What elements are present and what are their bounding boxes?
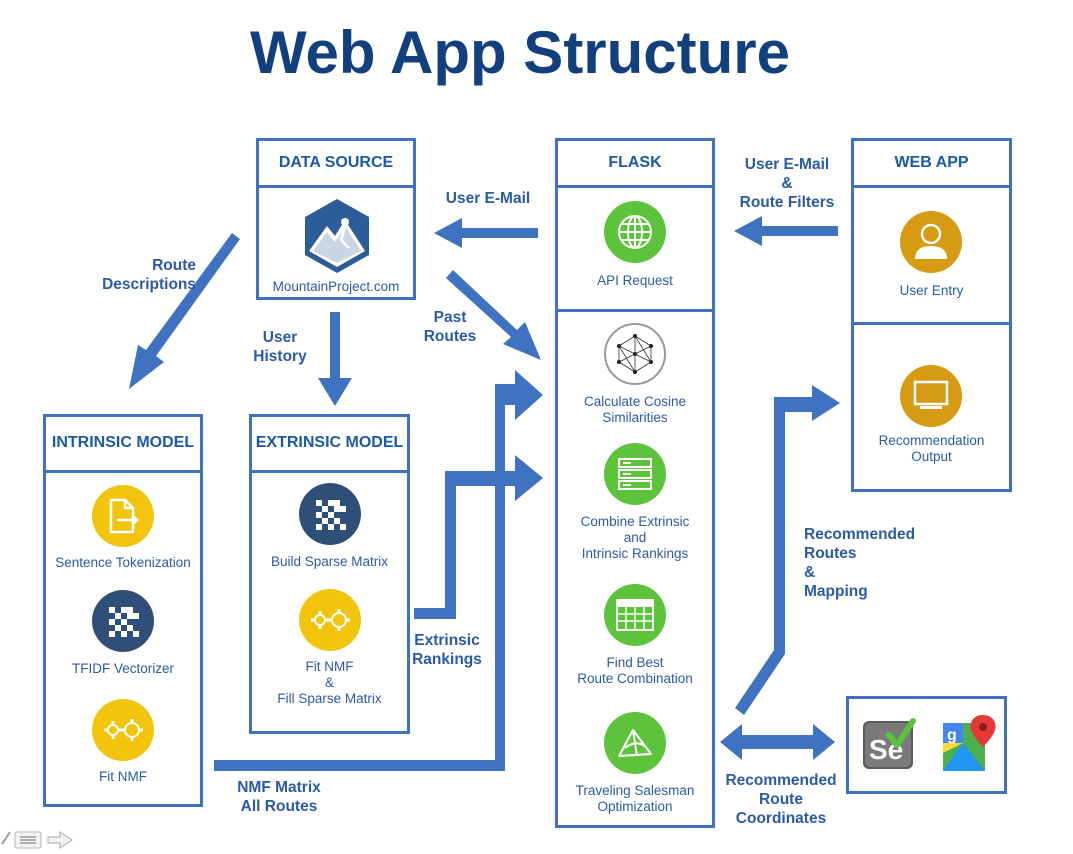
flask-divider — [558, 309, 712, 312]
matrix-icon — [92, 590, 154, 652]
pen-icon[interactable] — [0, 830, 12, 851]
extrinsic-model-header: EXTRINSIC MODEL — [252, 417, 407, 473]
flow-label-user-email-filters: User E-Mail&Route Filters — [739, 156, 835, 211]
arrow-datasource-to-extrinsic — [318, 312, 352, 406]
arrow-extrinsic-to-flask — [414, 455, 543, 619]
table-icon — [604, 584, 666, 646]
gears-icon — [299, 589, 361, 651]
gears-icon — [92, 699, 154, 761]
google-maps-icon: g — [941, 713, 1001, 780]
page-title: Web App Structure — [249, 19, 791, 86]
monitor-icon — [900, 365, 962, 427]
arrow-datasource-to-flask — [446, 270, 541, 360]
extrinsic-model-box: EXTRINSIC MODEL Build Sparse Matrix Fit … — [249, 414, 410, 734]
sentence-tokenization-label: Sentence Tokenization — [55, 555, 191, 570]
next-arrow-icon[interactable] — [46, 831, 74, 854]
build-sparse-matrix-label: Build Sparse Matrix — [270, 554, 389, 569]
user-icon — [900, 211, 962, 273]
mapping-tools-box: Se g — [846, 696, 1007, 794]
tfidf-vectorizer-label: TFIDF Vectorizer — [71, 661, 174, 676]
globe-icon — [604, 201, 666, 263]
user-entry-label: User Entry — [899, 283, 964, 298]
arrow-webapp-to-flask — [734, 216, 838, 246]
flask-header: FLASK — [558, 141, 712, 188]
web-app-header: WEB APP — [854, 141, 1009, 188]
mountain-climber-icon — [301, 196, 373, 281]
menu-icon[interactable] — [14, 831, 42, 854]
arrow-flask-maps-double — [720, 724, 835, 760]
web-app-divider — [854, 322, 1009, 325]
matrix-icon — [299, 483, 361, 545]
arrow-datasource-to-intrinsic — [129, 233, 240, 389]
arrow-flask-to-datasource — [434, 218, 538, 248]
server-icon — [604, 443, 666, 505]
data-source-box: DATA SOURCE MountainProject.com — [256, 138, 416, 300]
datasource-item-label: MountainProject.com — [272, 279, 400, 294]
network-icon — [604, 323, 666, 385]
flow-label-user-email: User E-Mail — [445, 190, 531, 207]
intrinsic-model-header: INTRINSIC MODEL — [46, 417, 200, 473]
tent-icon — [604, 712, 666, 774]
document-arrow-icon — [92, 485, 154, 547]
fit-nmf-label: Fit NMF — [99, 769, 147, 784]
svg-text:g: g — [947, 727, 957, 744]
selenium-icon: Se — [861, 717, 917, 778]
api-request-label: API Request — [597, 273, 673, 288]
intrinsic-model-box: INTRINSIC MODEL Sentence Tokenization TF… — [43, 414, 203, 807]
fit-nmf-fill-label: Fit NMF&Fill Sparse Matrix — [277, 659, 382, 706]
data-source-header: DATA SOURCE — [259, 141, 413, 188]
